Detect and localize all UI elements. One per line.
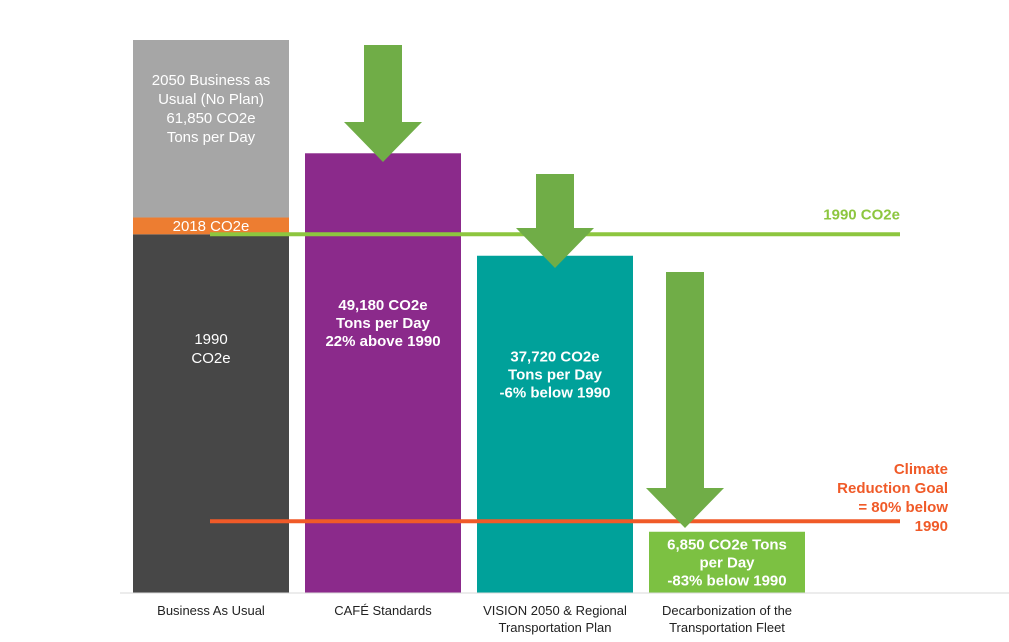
category-label: Business As Usual — [157, 603, 265, 618]
line-1990-label: 1990 CO2e — [823, 206, 900, 223]
bar-4 — [649, 531, 805, 593]
bar-segment-1990 — [133, 234, 289, 593]
bar-3 — [477, 255, 633, 593]
bau-2018-label: 2018 CO2e — [173, 218, 250, 235]
arrow-down-icon — [516, 174, 594, 268]
bar-segment-2050-bau — [133, 40, 289, 218]
arrow-down-icon — [344, 45, 422, 162]
category-label: CAFÉ Standards — [334, 603, 432, 618]
arrow-down-icon — [646, 272, 724, 528]
bar-segment-2018 — [133, 217, 289, 235]
bar-2 — [305, 153, 461, 594]
